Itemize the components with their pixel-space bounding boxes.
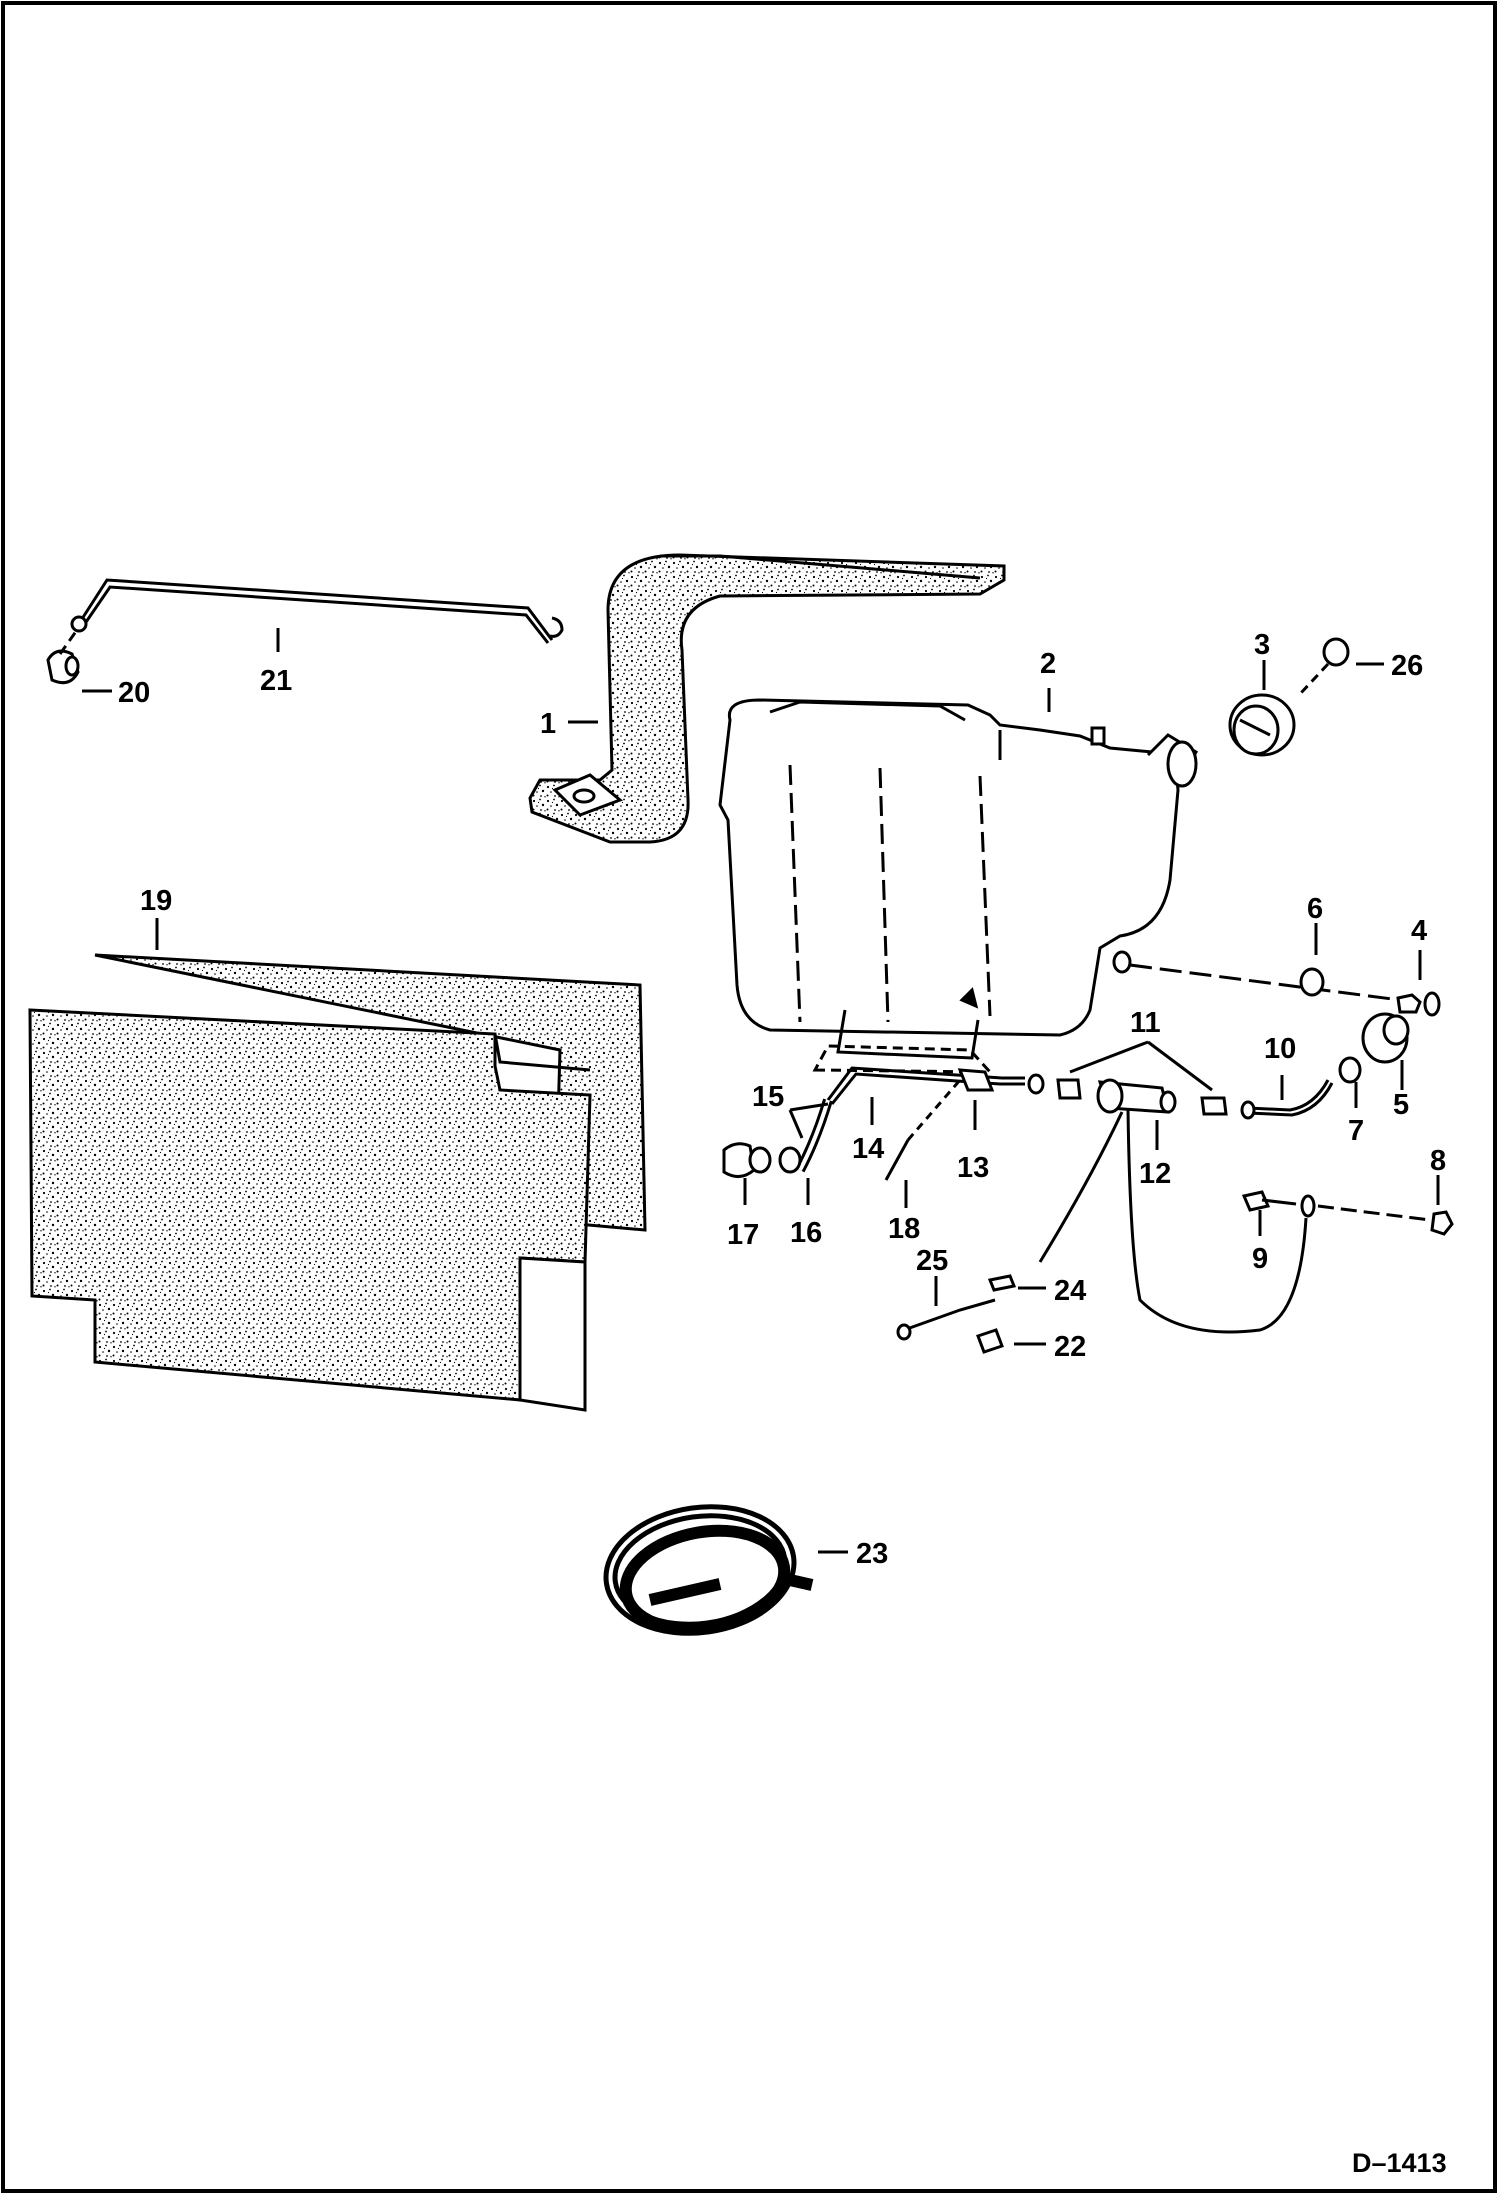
callouts: 1 2 3 4 5 6 7 8 9 10 11 12 13 14 15 16 1… xyxy=(118,629,1446,1570)
sleeve-24 xyxy=(987,1274,1017,1292)
callout-14: 14 xyxy=(852,1133,884,1165)
callout-7: 7 xyxy=(1348,1115,1364,1147)
pin-18 xyxy=(884,1139,910,1181)
clip-13 xyxy=(957,1068,995,1092)
wire xyxy=(1038,1111,1124,1263)
callout-1: 1 xyxy=(540,708,556,740)
callout-15: 15 xyxy=(752,1081,784,1113)
nut-6 xyxy=(1299,967,1325,997)
callout-3: 3 xyxy=(1254,629,1270,661)
cap-20 xyxy=(46,629,80,685)
callout-12: 12 xyxy=(1139,1158,1171,1190)
callout-9: 9 xyxy=(1252,1243,1268,1275)
tube-21 xyxy=(70,578,564,644)
elbow-4 xyxy=(1396,993,1422,1014)
callout-17: 17 xyxy=(727,1219,759,1251)
callout-26: 26 xyxy=(1391,650,1423,682)
hose-coil-23 xyxy=(603,1504,814,1636)
leader-lines xyxy=(82,628,1440,1554)
filler-cap-3 xyxy=(1228,693,1296,757)
bolt-9 xyxy=(1241,1190,1271,1212)
tube-14 xyxy=(826,1066,1025,1101)
callout-18: 18 xyxy=(888,1213,920,1245)
callout-13: 13 xyxy=(957,1152,989,1184)
callout-22: 22 xyxy=(1054,1331,1086,1363)
fittings-center xyxy=(722,1066,1308,1354)
fuel-tank-2 xyxy=(718,698,1199,1074)
callout-6: 6 xyxy=(1307,893,1323,925)
callout-10: 10 xyxy=(1264,1033,1296,1065)
nut-7 xyxy=(1338,1056,1362,1084)
callout-23: 23 xyxy=(856,1538,888,1570)
callout-21: 21 xyxy=(260,665,292,697)
lanyard-26 xyxy=(1298,637,1350,696)
callout-24: 24 xyxy=(1054,1275,1086,1307)
wire-25 xyxy=(903,1298,996,1332)
callout-5: 5 xyxy=(1393,1089,1409,1121)
insulation-panels-19 xyxy=(28,953,647,1412)
connector-22 xyxy=(976,1328,1004,1354)
callout-4: 4 xyxy=(1411,915,1427,947)
tube-10 xyxy=(1247,1079,1330,1112)
figure-reference: D–1413 xyxy=(1352,2148,1447,2178)
callout-16: 16 xyxy=(790,1217,822,1249)
callout-19: 19 xyxy=(140,885,172,917)
callout-20: 20 xyxy=(118,677,150,709)
fittings-right xyxy=(1129,963,1454,1236)
bracket-1 xyxy=(528,553,1006,844)
callout-2: 2 xyxy=(1040,648,1056,680)
nut-8 xyxy=(1430,1210,1454,1236)
callout-11: 11 xyxy=(1130,1007,1161,1039)
callout-8: 8 xyxy=(1430,1145,1446,1177)
callout-25: 25 xyxy=(916,1245,948,1277)
